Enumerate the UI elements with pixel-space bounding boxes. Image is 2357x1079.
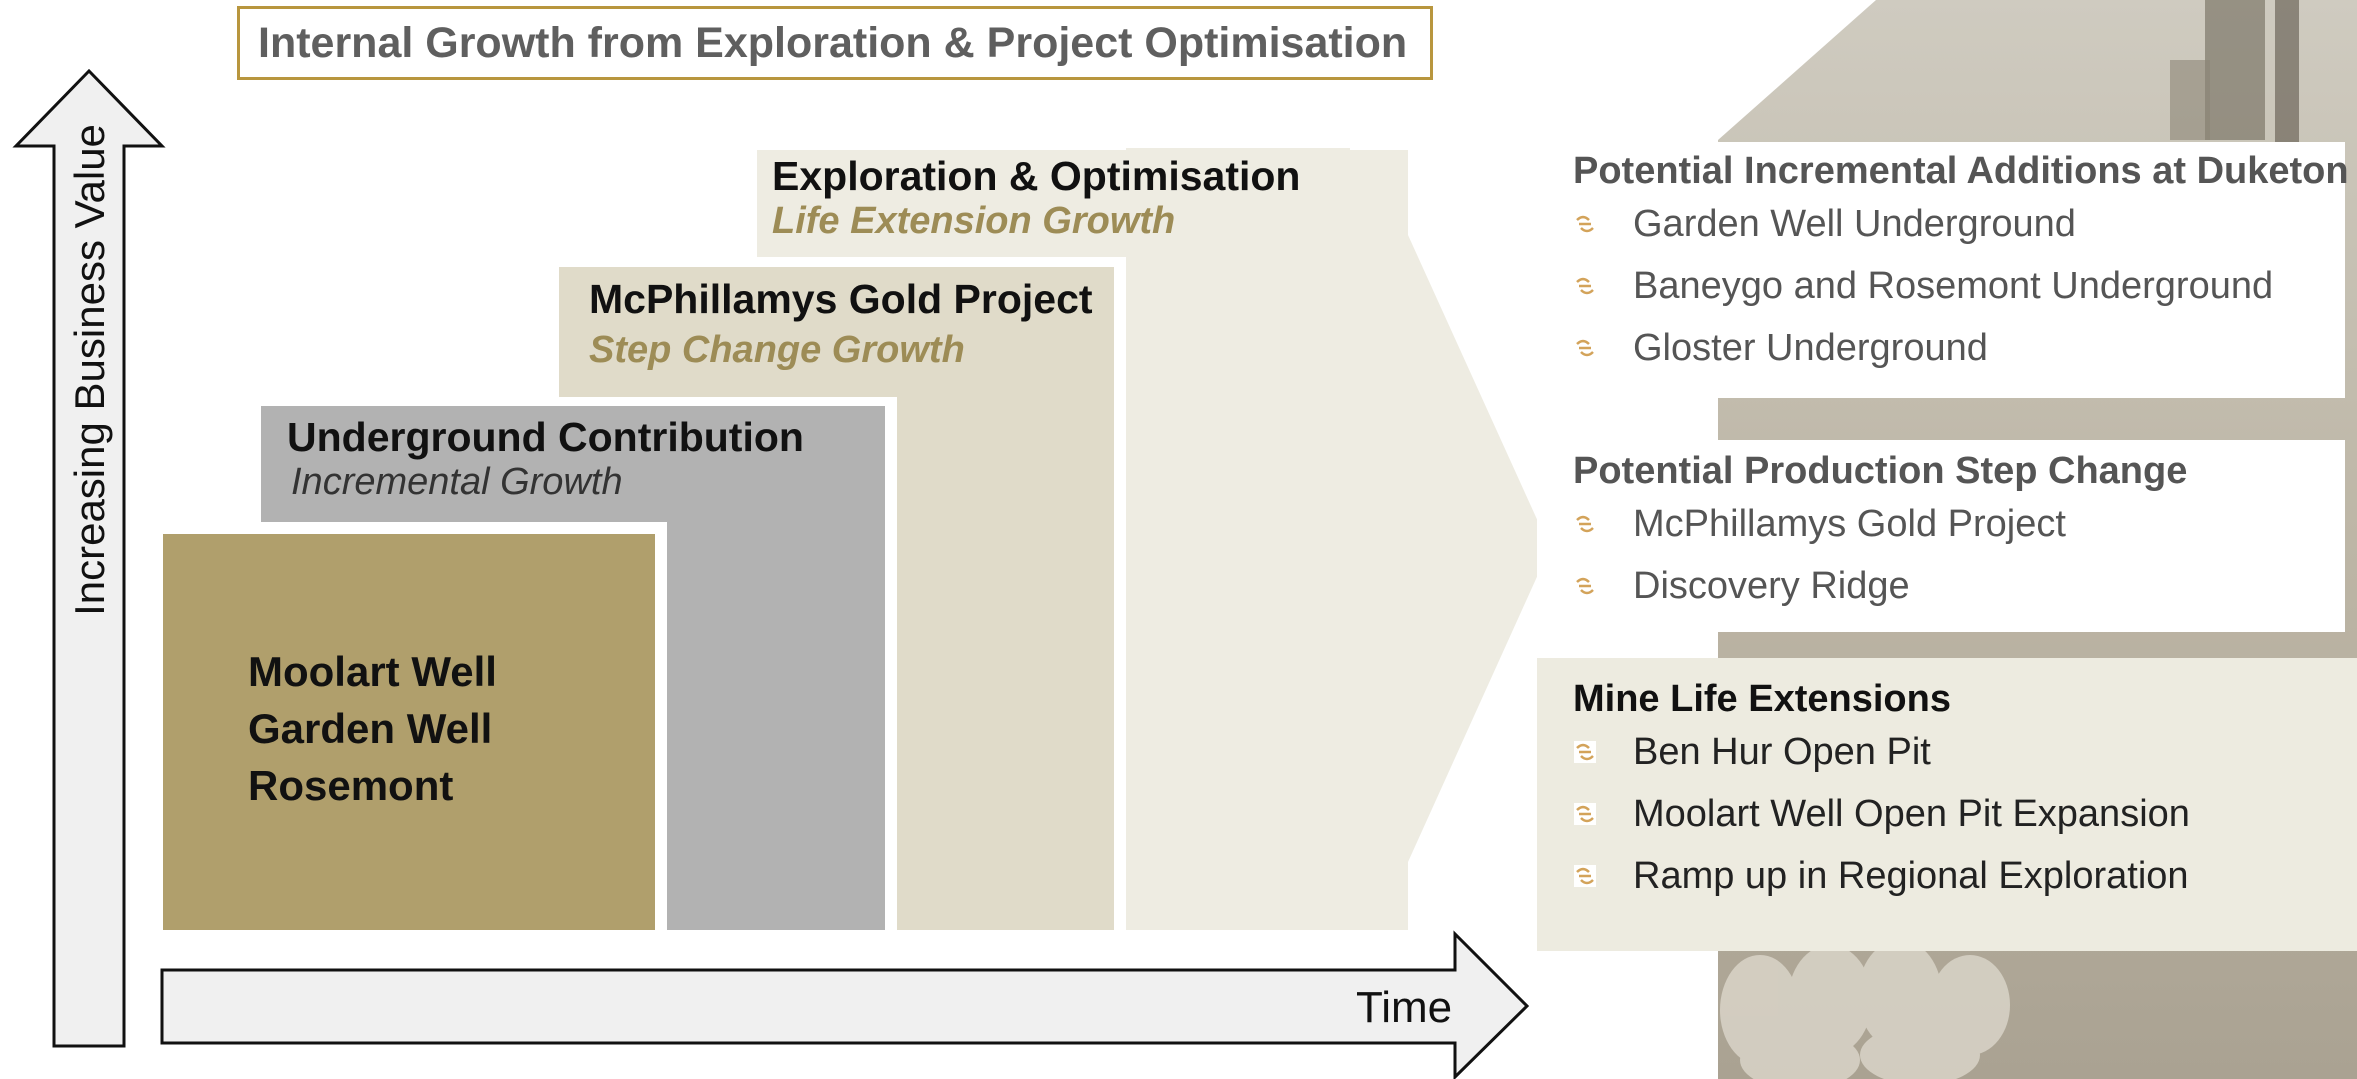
x-axis-label: Time bbox=[1356, 983, 1453, 1032]
panel-mine-life-title: Mine Life Extensions bbox=[1573, 678, 1951, 720]
panel-incremental-additions: Potential Incremental Additions at Duket… bbox=[1537, 142, 2349, 398]
sample-bags bbox=[1720, 940, 2010, 1079]
step-exploration-title: Exploration & Optimisation bbox=[772, 153, 1301, 199]
list-item: McPhillamys Gold Project bbox=[1573, 493, 2345, 555]
link-bullet-icon bbox=[1574, 803, 1596, 825]
panel-item-text: Moolart Well Open Pit Expansion bbox=[1633, 792, 2190, 835]
step-underground-subtitle: Incremental Growth bbox=[291, 461, 623, 503]
step-exploration-block bbox=[757, 150, 1349, 263]
step-mcphillamys-label: McPhillamys Gold Project Step Change Gro… bbox=[589, 276, 1093, 372]
base-line-3: Rosemont bbox=[248, 762, 454, 809]
link-bullet-icon bbox=[1576, 339, 1594, 357]
panel-item-text: Gloster Underground bbox=[1633, 326, 1988, 369]
link-bullet-icon bbox=[1576, 215, 1594, 233]
list-item: Baneygo and Rosemont Underground bbox=[1573, 255, 2345, 317]
step-base-label: Moolart Well Garden Well Rosemont bbox=[248, 643, 497, 814]
panel-item-text: Ben Hur Open Pit bbox=[1633, 730, 1931, 773]
panel-production-title: Potential Production Step Change bbox=[1573, 450, 2188, 492]
link-bullet-icon bbox=[1574, 865, 1596, 887]
base-line-2: Garden Well bbox=[248, 705, 493, 752]
list-item: Garden Well Underground bbox=[1573, 193, 2345, 255]
panel-item-text: Ramp up in Regional Exploration bbox=[1633, 854, 2189, 897]
step-base-block bbox=[163, 534, 655, 930]
panel-incremental-title: Potential Incremental Additions at Duket… bbox=[1573, 150, 2349, 192]
step-underground-title: Underground Contribution bbox=[287, 414, 804, 460]
link-bullet-icon bbox=[1576, 515, 1594, 533]
step-exploration-subtitle: Life Extension Growth bbox=[772, 200, 1176, 242]
panel-production-step-change: Potential Production Step Change McPhill… bbox=[1537, 440, 2345, 632]
link-bullet-icon bbox=[1574, 741, 1596, 763]
panel-item-text: Baneygo and Rosemont Underground bbox=[1633, 264, 2274, 307]
list-item: Discovery Ridge bbox=[1573, 555, 2345, 617]
link-bullet-icon bbox=[1576, 577, 1594, 595]
step-mcphillamys-title: McPhillamys Gold Project bbox=[589, 276, 1093, 322]
panel-item-text: Garden Well Underground bbox=[1633, 202, 2076, 245]
list-item: Ramp up in Regional Exploration bbox=[1573, 845, 2357, 907]
link-bullet-icon bbox=[1576, 277, 1594, 295]
step-underground-label: Underground Contribution Incremental Gro… bbox=[287, 414, 804, 504]
list-item: Ben Hur Open Pit bbox=[1573, 721, 2357, 783]
base-line-1: Moolart Well bbox=[248, 648, 497, 695]
page-title-box: Internal Growth from Exploration & Proje… bbox=[237, 6, 1433, 80]
panel-item-text: Discovery Ridge bbox=[1633, 564, 1910, 607]
list-item: Gloster Underground bbox=[1573, 317, 2345, 379]
step-exploration-label: Exploration & Optimisation Life Extensio… bbox=[772, 153, 1300, 243]
panel-mine-life-extensions: Mine Life Extensions Ben Hur Open Pit Mo… bbox=[1537, 658, 2357, 951]
page-title: Internal Growth from Exploration & Proje… bbox=[258, 18, 1408, 67]
panel-item-text: McPhillamys Gold Project bbox=[1633, 502, 2066, 545]
list-item: Moolart Well Open Pit Expansion bbox=[1573, 783, 2357, 845]
step-mcphillamys-subtitle: Step Change Growth bbox=[589, 329, 965, 371]
